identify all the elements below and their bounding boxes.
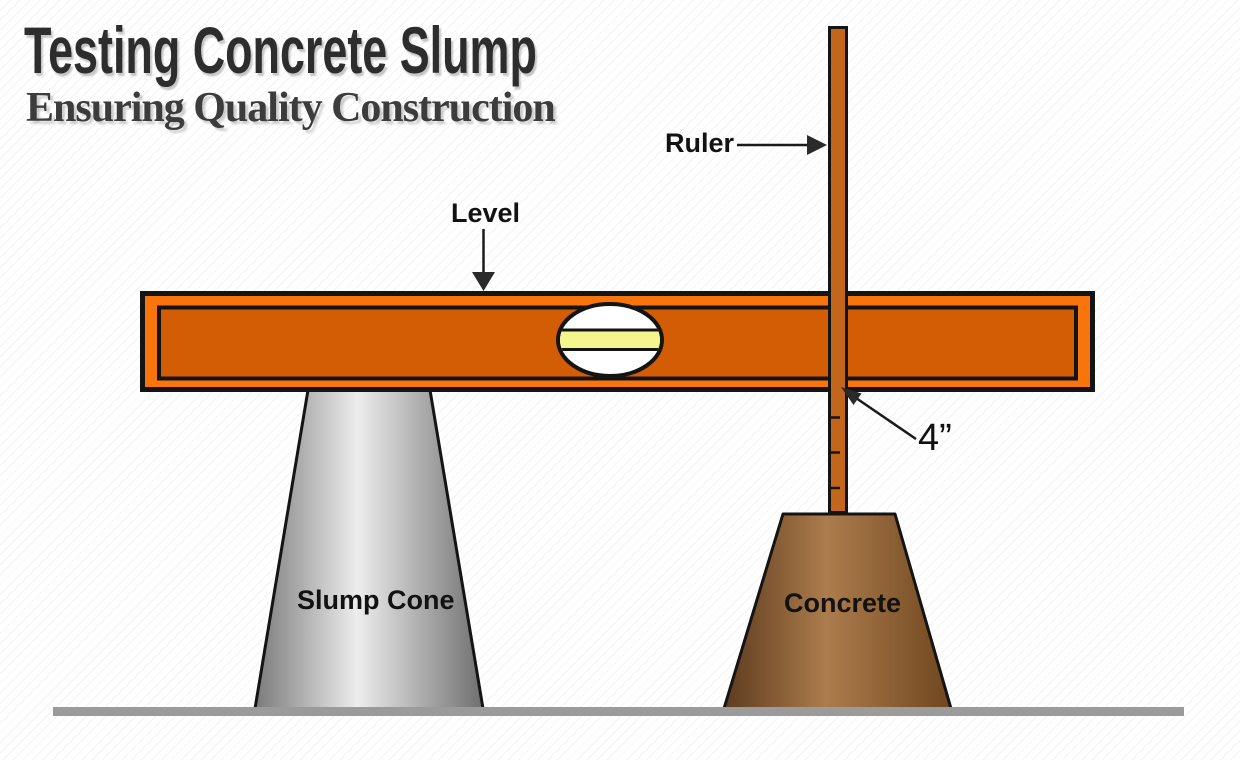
slump-cone-label: Slump Cone <box>297 585 455 615</box>
ground-line <box>53 707 1184 716</box>
ruler-arrow <box>737 135 827 155</box>
concrete-label: Concrete <box>784 588 902 618</box>
ruler-label: Ruler <box>665 128 735 158</box>
slump-cone-shape <box>253 388 485 710</box>
level-tool <box>140 291 1095 392</box>
level-bubble-band <box>560 328 660 351</box>
page-subtitle: Ensuring Quality Construction <box>26 85 556 131</box>
page-title: Testing Concrete Slump <box>24 13 537 87</box>
measurement-label: 4” <box>918 417 952 459</box>
ruler-shape <box>828 26 848 514</box>
level-label: Level <box>451 198 521 228</box>
measurement-arrow <box>841 387 917 441</box>
level-arrow <box>472 229 495 291</box>
